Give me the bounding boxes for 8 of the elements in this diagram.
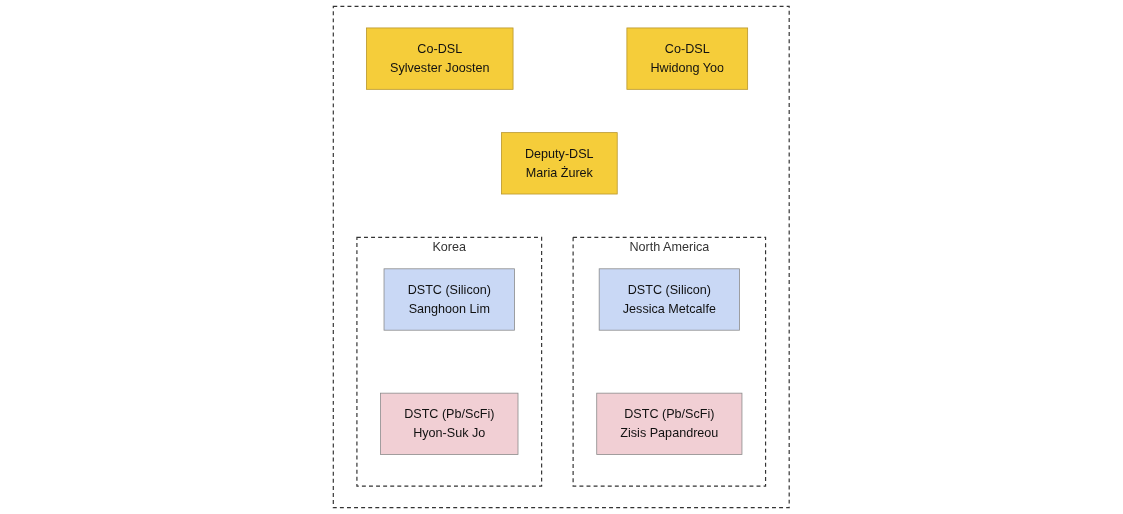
node-box: DSTC (Silicon) Jessica Metcalfe [599, 268, 741, 331]
cluster [332, 5, 791, 509]
node-box: Co-DSL Sylvester Joosten [366, 27, 514, 90]
node-box: DSTC (Pb/ScFi) Zisis Papandreou [596, 392, 743, 455]
node-box: DSTC (Silicon) Sanghoon Lim [383, 268, 516, 331]
node-box: DSTC (Pb/ScFi) Hyon-Suk Jo [380, 392, 519, 455]
node-box: Deputy-DSL Maria Żurek [501, 132, 618, 195]
node-box: Co-DSL Hwidong Yoo [626, 27, 749, 90]
